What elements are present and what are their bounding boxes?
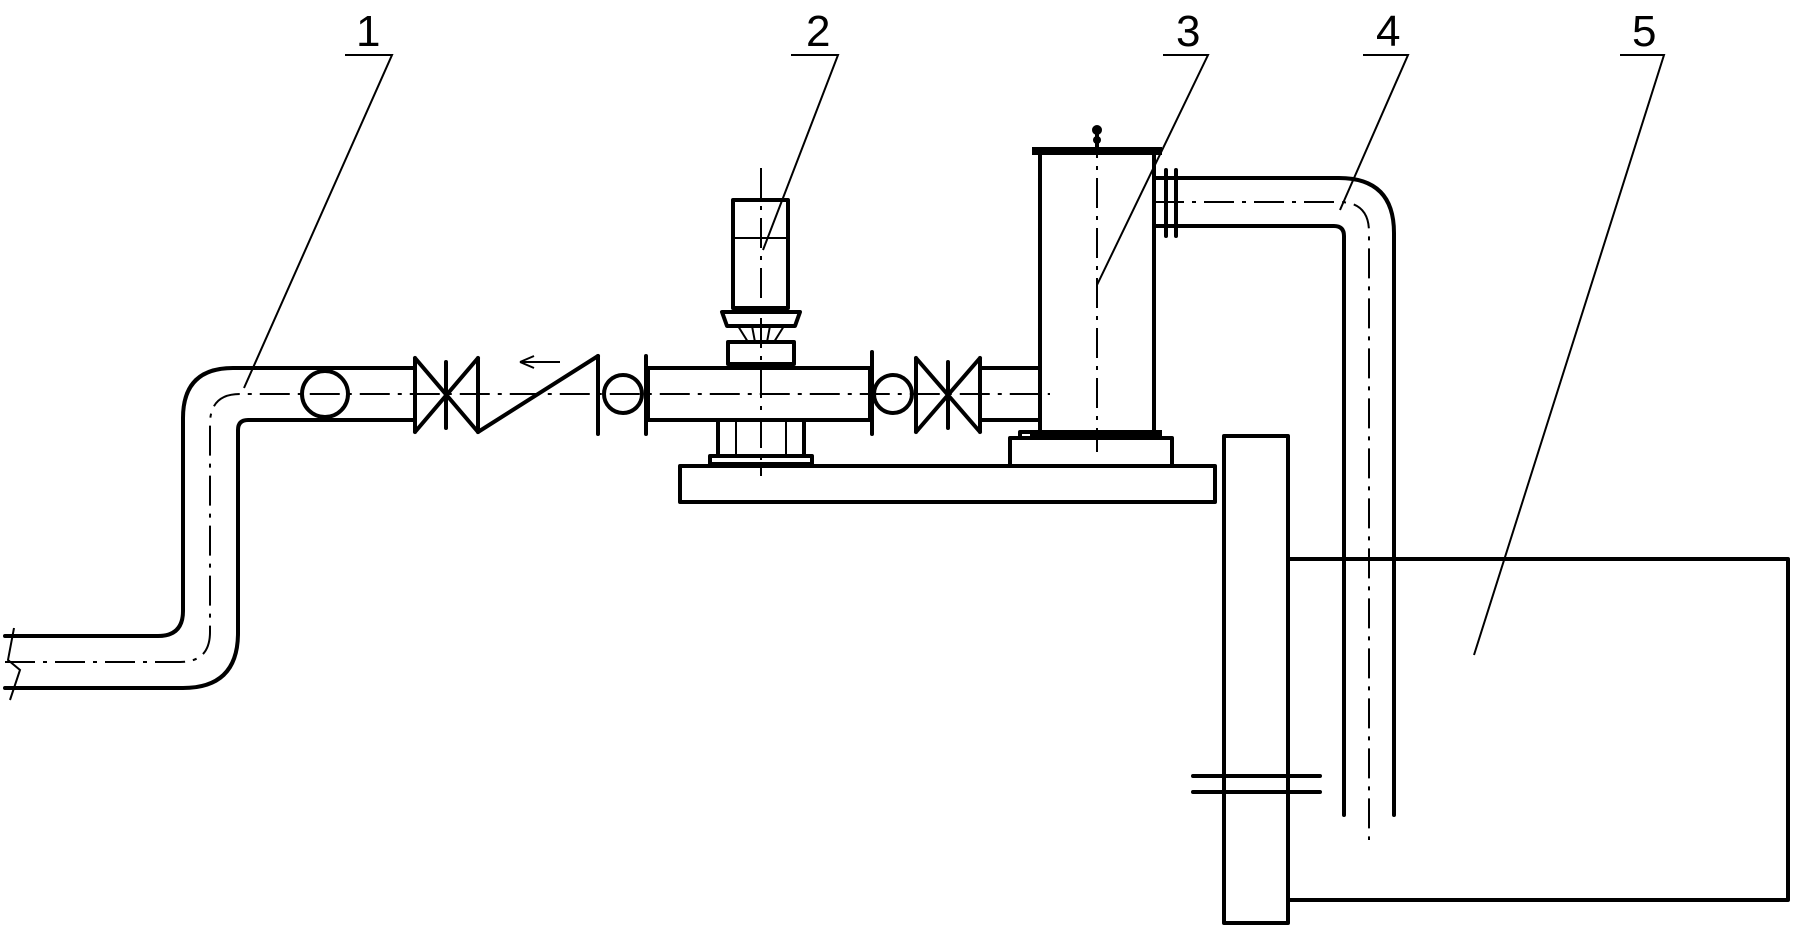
- tank: [1286, 557, 1790, 902]
- label-part-4: 4: [1376, 7, 1401, 56]
- return-pipe: [1152, 176, 1396, 840]
- base-plate: [678, 430, 1217, 504]
- label-part-5: 5: [1632, 7, 1657, 56]
- label-part-1: 1: [356, 7, 381, 56]
- inlet-pipe: [3, 366, 1050, 701]
- label-part-2: 2: [806, 7, 831, 56]
- vessel: [1030, 125, 1178, 452]
- pump: [646, 168, 874, 476]
- leader-lines: [243, 54, 1666, 656]
- label-part-3: 3: [1176, 7, 1201, 56]
- gate-valve-1: [413, 356, 480, 434]
- gate-valve-2: [872, 356, 1042, 434]
- flange-column: [1191, 434, 1322, 925]
